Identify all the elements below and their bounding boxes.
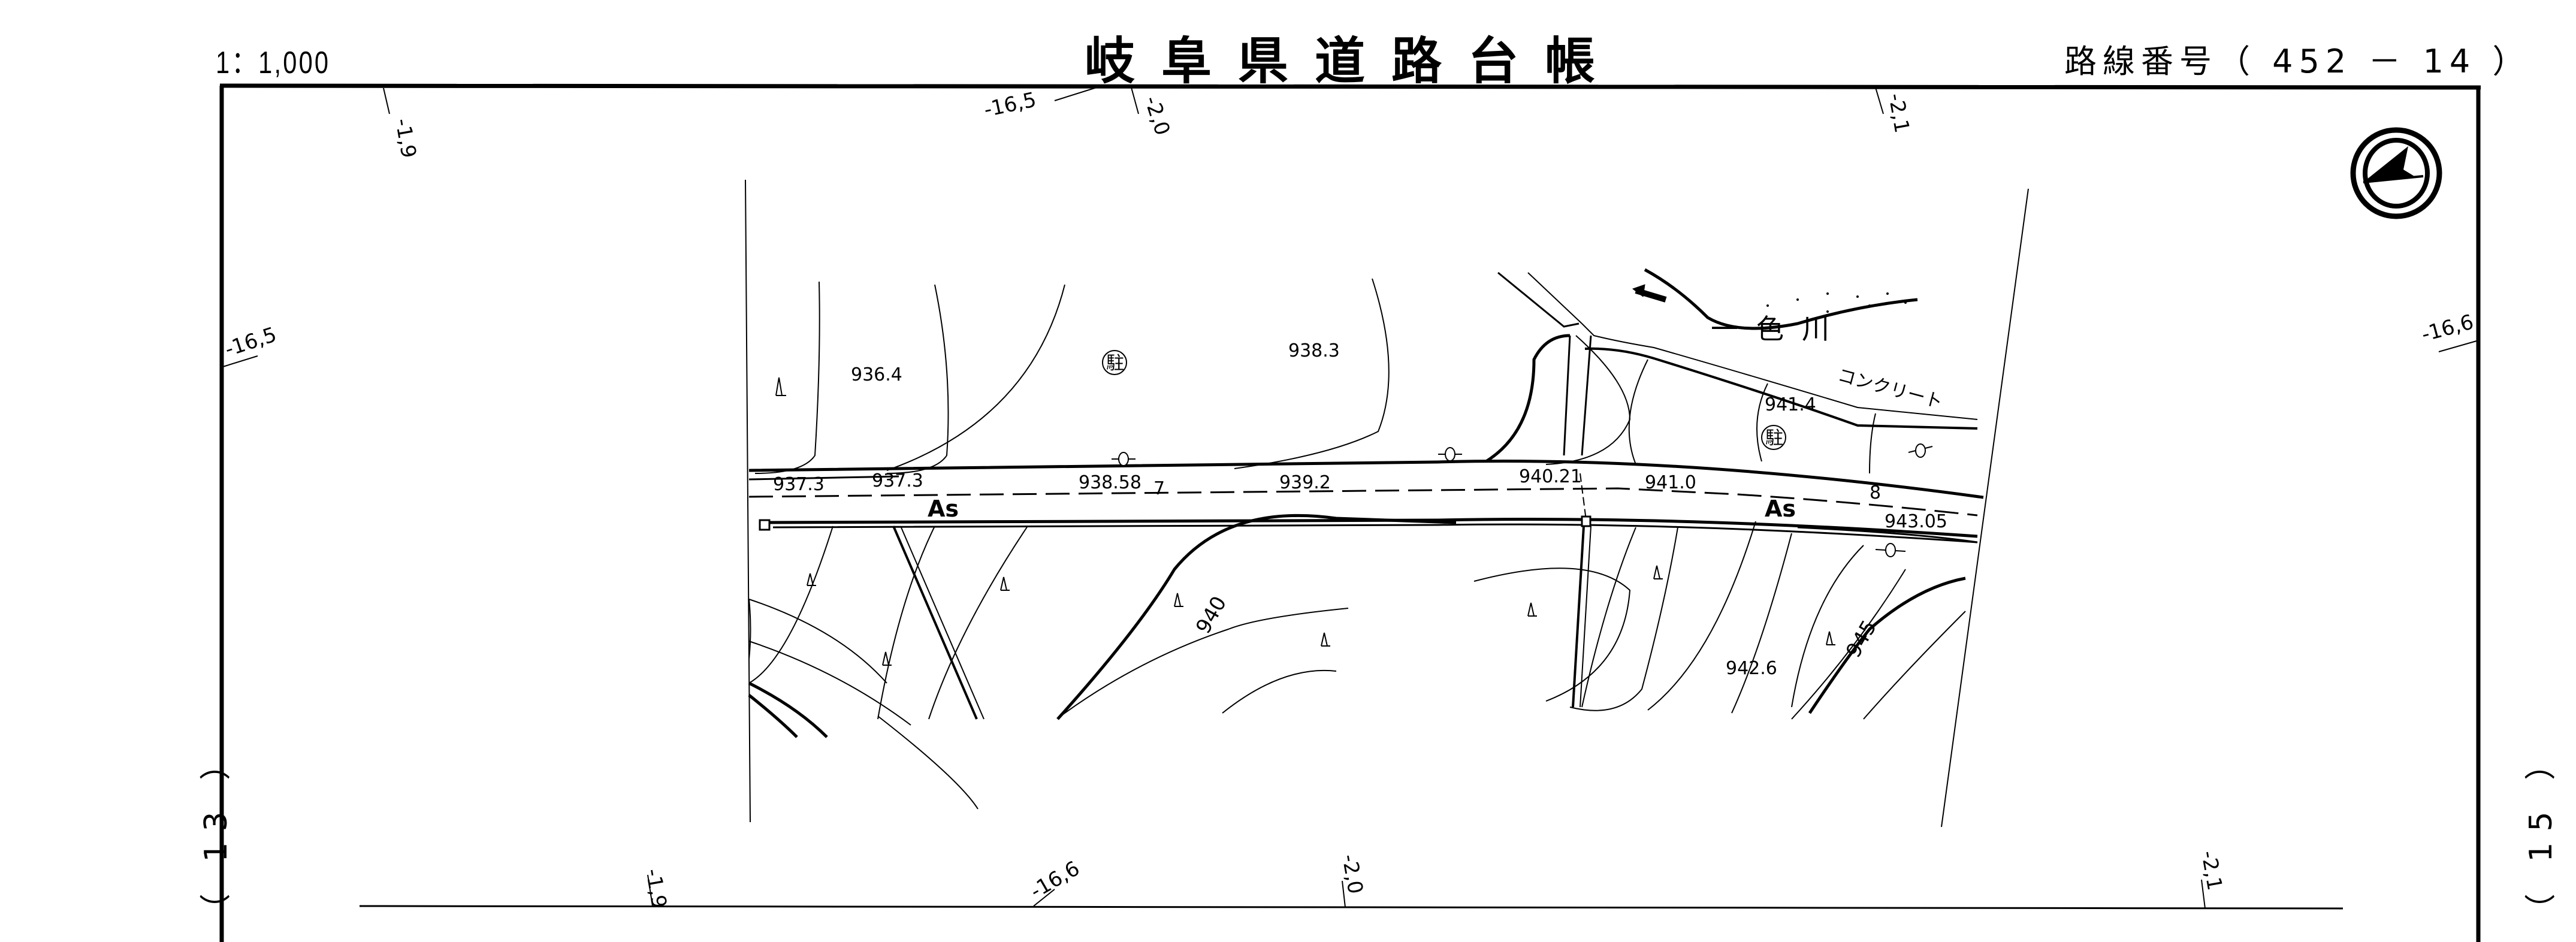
grass-symbol-icon [1826, 631, 1835, 645]
road [748, 460, 1984, 720]
road-elevation: 937.3 [872, 470, 923, 491]
tick-label-top-4: -2,1 [1883, 92, 1914, 135]
river [1497, 268, 1978, 456]
grass-symbol-icon [882, 651, 892, 666]
tick-label-bottom-3: -2,0 [1337, 853, 1367, 896]
index-contours [748, 334, 1966, 738]
parking-symbol: 駐 [1765, 428, 1783, 449]
road-elevation: 939.2 [1279, 472, 1331, 493]
road-elevation: 938.58 [1079, 472, 1141, 493]
map-scale: 1：1,000 [216, 46, 331, 80]
sand-bank-dots [1766, 292, 1907, 313]
utility-pole-icons [1112, 443, 1933, 557]
road-surface-label: As [928, 496, 959, 522]
grass-symbols [775, 377, 1835, 666]
route-number: 路線番号（ 452 － 14 ） [2064, 43, 2531, 80]
tick-label-bottom-2: -16,6 [1026, 856, 1084, 904]
station-mark: 8 [1870, 482, 1881, 503]
spot-elevation: 942.6 [1726, 658, 1777, 679]
tick-label-top-3: -2,0 [1139, 93, 1174, 138]
station-mark: 7 [1153, 478, 1165, 499]
north-arrow-icon [2350, 127, 2442, 219]
spot-elevation: 936.4 [851, 364, 902, 385]
road-elevation: 943.05 [1885, 511, 1947, 532]
spot-elevation: 938.3 [1288, 340, 1340, 361]
grid-tick-labels: -1,9 -16,5 -2,0 -2,1 -16,5 -16,6 -1,9 -1… [222, 87, 2476, 910]
survey-boundary [745, 179, 2029, 828]
document-title: 岐阜県道路台帳 [1085, 32, 1622, 90]
tick-label-top-2: -16,5 [982, 87, 1038, 122]
utility-pole-icon [1112, 452, 1136, 466]
contour-label-940: 940 [1191, 592, 1231, 638]
tick-label-bottom-4: -2,1 [2196, 849, 2227, 892]
grass-symbol-icon [775, 377, 786, 396]
parking-symbol: 駐 [1106, 353, 1124, 374]
grass-symbol-icon [807, 573, 816, 586]
tick-label-bottom-1: -1,9 [641, 867, 671, 910]
grid-ticks [222, 87, 2477, 909]
parking-symbols: 駐 駐 [1102, 350, 1786, 450]
road-elevation: 937.3 [773, 474, 825, 495]
sheet-frame [219, 83, 2481, 942]
grass-symbol-icon [1321, 632, 1330, 647]
tick-label-top-1: -1,9 [390, 117, 421, 160]
elevation-labels: 936.4 938.3 941.4 942.6 937.3 937.3 937.… [773, 313, 1947, 679]
utility-pole-icon [1875, 543, 1906, 557]
grass-symbol-icon [1653, 565, 1663, 579]
utility-pole-icon [1438, 447, 1462, 461]
river-name: 一色川 [1711, 313, 1847, 345]
spot-elevation: 941.4 [1765, 394, 1816, 415]
tick-label-right: -16,6 [2419, 310, 2476, 346]
road-surface-label: As [1765, 496, 1796, 522]
grass-symbol-icon [1527, 602, 1537, 617]
road-elevation: 941.0 [1645, 472, 1696, 493]
utility-pole-icon [1908, 443, 1933, 458]
grass-symbol-icon [1000, 576, 1010, 591]
grass-symbol-icon [1174, 593, 1183, 607]
road-elevation: 940.21 [1519, 466, 1582, 487]
contour-lines [748, 278, 1966, 810]
tick-label-left: -16,5 [222, 322, 279, 361]
